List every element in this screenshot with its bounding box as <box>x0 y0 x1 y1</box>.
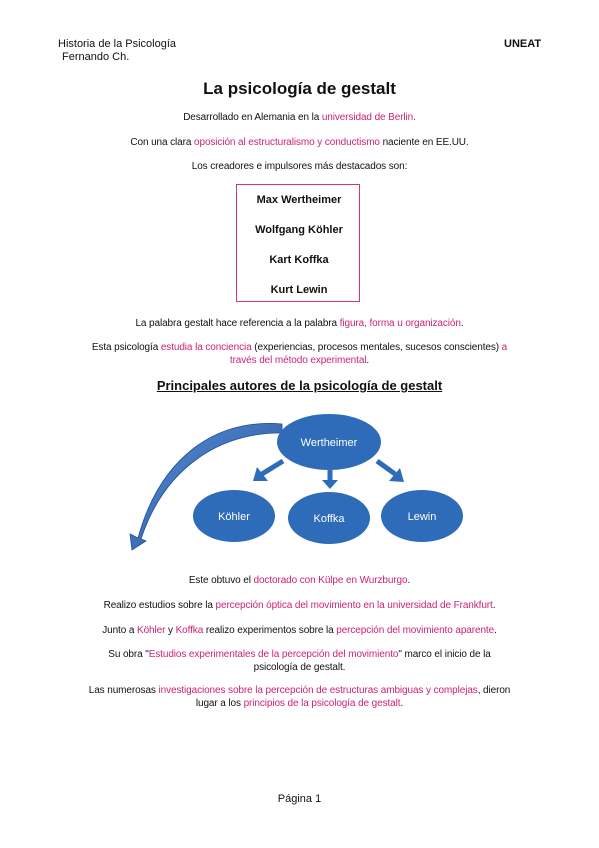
highlight-text: universidad de Berlin. <box>321 112 416 123</box>
highlight-text: Koffka <box>175 625 204 636</box>
body-text: realizo experimentos sobre la <box>203 625 337 636</box>
node-lewin: Lewin <box>381 490 463 542</box>
fact-paragraph-4: Su obra "Estudios experimentales de la p… <box>0 648 599 674</box>
body-text: . <box>400 698 404 709</box>
body-text: " marco el inicio de la <box>398 649 491 660</box>
body-text: , dieron <box>477 685 511 696</box>
fact-paragraph-3: Junto a Köhler y Koffka realizo experime… <box>0 624 599 637</box>
node-label: Wertheimer <box>301 437 358 449</box>
founder-name: Kurt Lewin <box>270 284 328 296</box>
author-name: Fernando Ch. <box>62 51 130 63</box>
body-text: . <box>407 575 411 586</box>
body-text: Su obra " <box>108 649 149 660</box>
page-title: La psicología de gestalt <box>203 79 396 98</box>
course-title: Historia de la Psicología <box>58 38 177 50</box>
node-label: Köhler <box>218 511 250 523</box>
body-text: . <box>494 625 497 636</box>
highlight-text: investigaciones sobre la percepción de e… <box>158 685 478 696</box>
arrow-to-koffka <box>322 470 338 489</box>
body-text: lugar a los <box>195 698 244 709</box>
body-text: Este obtuvo el <box>188 575 254 586</box>
highlight-text: oposición al estructuralismo y conductis… <box>194 137 380 148</box>
fact-paragraph-2: Realizo estudios sobre la percepción ópt… <box>0 599 599 612</box>
highlight-text: estudia la conciencia <box>160 342 252 353</box>
body-text: Esta psicología <box>91 342 161 353</box>
founder-name: Wolfgang Köhler <box>255 224 343 236</box>
arrow-to-kohler <box>253 458 285 481</box>
body-text: . <box>492 600 496 611</box>
intro-text: Con una clara <box>130 137 195 148</box>
definition-paragraph: La palabra gestalt hace referencia a la … <box>0 317 599 330</box>
founder-name: Kart Koffka <box>269 254 329 266</box>
highlight-text: principios de la psicología de gestalt <box>243 698 401 709</box>
method-paragraph: Esta psicología estudia la conciencia (e… <box>0 341 599 367</box>
node-koffka: Koffka <box>288 492 370 544</box>
fact-paragraph-1: Este obtuvo el doctorado con Külpe en Wu… <box>0 574 599 587</box>
founder-name: Max Wertheimer <box>256 194 342 206</box>
node-kohler: Köhler <box>193 490 275 542</box>
highlight-text: través del método experimental <box>229 355 367 366</box>
intro-text: Desarrollado en Alemania en la <box>183 112 322 123</box>
body-text: Realizo estudios sobre la <box>103 600 216 611</box>
authors-diagram: Wertheimer Köhler Koffka Lewin <box>129 414 463 551</box>
intro-paragraph-2: Con una clara oposición al estructuralis… <box>0 136 599 149</box>
node-wertheimer: Wertheimer <box>277 414 381 470</box>
highlight-text: a <box>501 342 508 353</box>
intro-paragraph-3: Los creadores e impulsores más destacado… <box>191 161 408 172</box>
body-text: Las numerosas <box>88 685 159 696</box>
fact-paragraph-5: Las numerosas investigaciones sobre la p… <box>0 684 599 710</box>
institution-name: UNEAT <box>504 38 542 50</box>
highlight-text: figura, forma u organización <box>339 318 461 329</box>
intro-paragraph-1: Desarrollado en Alemania en la universid… <box>0 111 599 124</box>
curved-arrow <box>129 423 283 551</box>
body-text: (experiencias, procesos mentales, suceso… <box>251 342 502 353</box>
highlight-text: Estudios experimentales de la percepción… <box>148 649 399 660</box>
body-text: La palabra gestalt hace referencia a la … <box>135 318 340 329</box>
highlight-text: percepción del movimiento aparente <box>336 625 495 636</box>
node-label: Lewin <box>408 511 437 523</box>
highlight-text: doctorado con Külpe en Wurzburgo <box>253 575 408 586</box>
body-text: y <box>165 625 176 636</box>
node-label: Koffka <box>314 513 346 525</box>
intro-text: naciente en EE.UU. <box>379 137 469 148</box>
body-text: . <box>460 318 464 329</box>
founders-box: Max Wertheimer Wolfgang Köhler Kart Koff… <box>236 184 360 302</box>
section-title: Principales autores de la psicología de … <box>156 378 443 393</box>
highlight-text: Köhler <box>137 625 166 636</box>
page-number: Página 1 <box>277 793 322 805</box>
body-text: . <box>366 355 370 366</box>
arrow-to-lewin <box>375 458 404 482</box>
highlight-text: percepción óptica del movimiento en la u… <box>215 600 493 611</box>
body-text: Junto a <box>102 625 138 636</box>
body-text: psicología de gestalt. <box>253 662 346 673</box>
